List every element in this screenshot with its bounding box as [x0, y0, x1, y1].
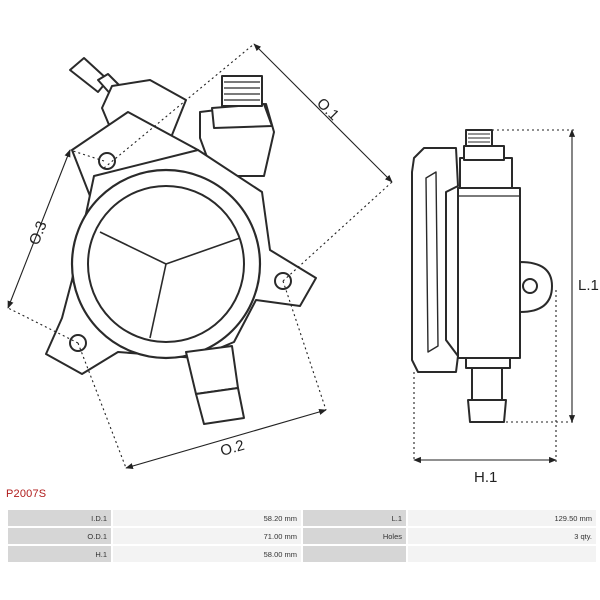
- spec-table: I.D.1 58.20 mm L.1 129.50 mm O.D.1 71.00…: [6, 508, 598, 564]
- label-od1: O.1: [313, 95, 342, 124]
- label-od2: O.2: [218, 437, 246, 460]
- dim-line-od2: [125, 408, 327, 470]
- spec-row: O.D.1 71.00 mm Holes 3 qty.: [8, 528, 596, 544]
- dim-line-od1: [253, 43, 393, 183]
- spec-label: O.D.1: [8, 528, 111, 544]
- mounting-hole-1: [98, 152, 116, 170]
- spec-value: 71.00 mm: [113, 528, 301, 544]
- spec-label: Holes: [303, 528, 406, 544]
- label-l1: L.1: [578, 277, 599, 294]
- side-view: [411, 129, 553, 423]
- mounting-hole-2: [274, 272, 292, 290]
- spec-label: I.D.1: [8, 510, 111, 526]
- spec-value: [408, 546, 596, 562]
- spec-label: H.1: [8, 546, 111, 562]
- spec-value: 3 qty.: [408, 528, 596, 544]
- spec-label: [303, 546, 406, 562]
- bottom-nozzle: [185, 345, 245, 425]
- label-od3: O.3: [26, 219, 51, 248]
- spec-value: 58.20 mm: [113, 510, 301, 526]
- part-number: P2007S: [6, 488, 47, 500]
- front-dimensions: [7, 43, 393, 470]
- spec-row: I.D.1 58.20 mm L.1 129.50 mm: [8, 510, 596, 526]
- technical-drawing: O.1 O.3 O.2 L.1 H.1: [7, 43, 599, 485]
- spec-value: 58.00 mm: [113, 546, 301, 562]
- spec-row: H.1 58.00 mm: [8, 546, 596, 562]
- side-mounting-hole: [522, 278, 538, 294]
- spec-label: L.1: [303, 510, 406, 526]
- spec-value: 129.50 mm: [408, 510, 596, 526]
- front-view: [45, 57, 317, 425]
- label-h1: H.1: [474, 469, 497, 485]
- dim-line-od3: [7, 149, 71, 309]
- mounting-hole-3: [69, 334, 87, 352]
- side-dimensions: [413, 129, 576, 464]
